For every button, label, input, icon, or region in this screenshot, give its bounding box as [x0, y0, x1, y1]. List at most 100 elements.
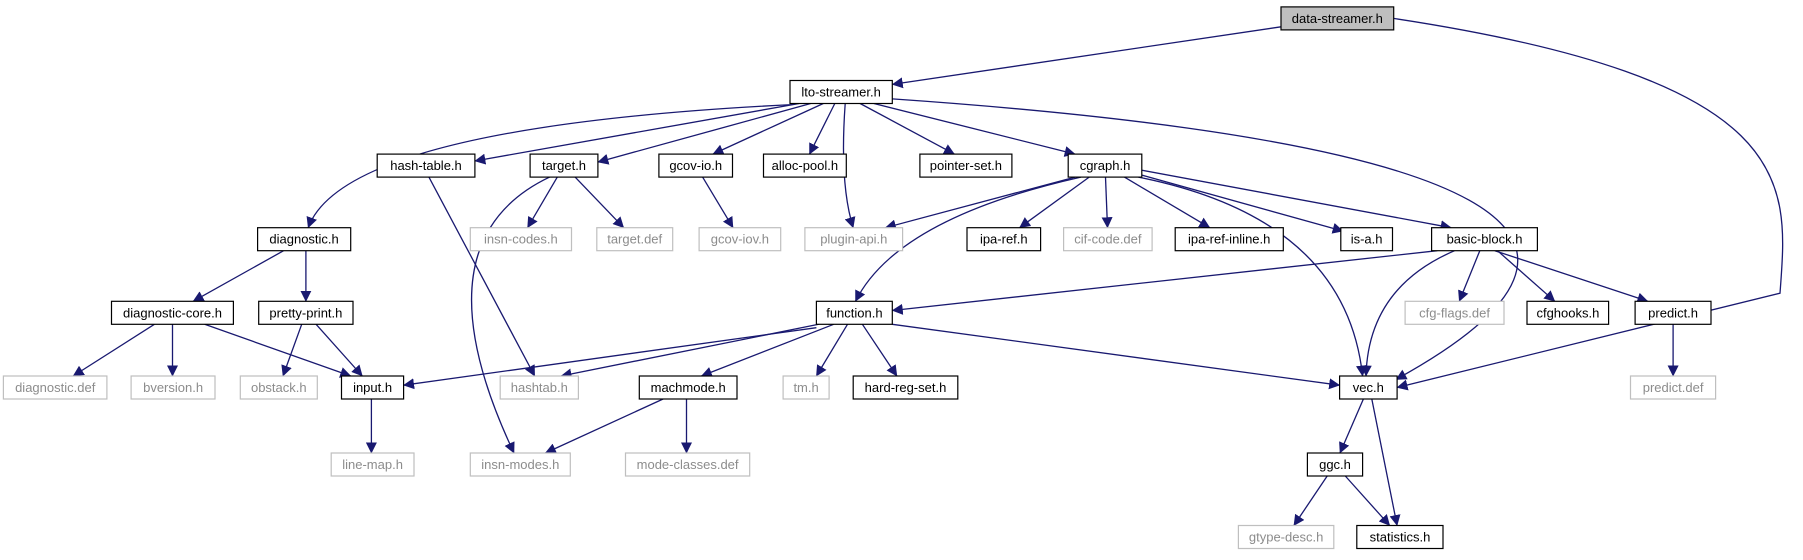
node-label-tm: tm.h [793, 380, 818, 395]
node-target-def: target.def [596, 227, 674, 252]
node-label-ggc: ggc.h [1319, 457, 1351, 472]
edge-ggc-to-gtype-desc [1293, 475, 1328, 526]
node-label-insn-codes: insn-codes.h [484, 232, 558, 247]
node-box-plugin-api [804, 227, 904, 252]
edge-diagnostic-core-to-diagnostic-def [72, 323, 155, 377]
edge-diagnostic-core-to-input [204, 323, 352, 378]
node-box-insn-modes [469, 452, 571, 477]
nodes-layer: data-streamer.h lto-streamer.h hash-table.… [2, 6, 1717, 550]
node-predict[interactable]: predict.h [1634, 300, 1712, 325]
node-lto-streamer[interactable]: lto-streamer.h [789, 79, 893, 105]
node-function[interactable]: function.h [815, 300, 893, 325]
node-hash-table[interactable]: hash-table.h [376, 153, 476, 178]
node-box-tm [782, 375, 830, 400]
node-box-line-map [330, 452, 415, 477]
node-box-gcov-io [658, 153, 734, 178]
edge-lto-streamer-to-pointer-set [859, 102, 955, 155]
node-label-vec: vec.h [1353, 380, 1384, 395]
edge-cgraph-to-ipa-ref-inline [1124, 176, 1211, 229]
edge-gcov-io-to-gcov-iov [702, 176, 734, 229]
node-box-predict-def [1629, 375, 1717, 400]
edge-lto-streamer-to-hash-table [474, 102, 800, 165]
node-input[interactable]: input.h [340, 375, 405, 400]
edge-pretty-print-to-input [315, 323, 363, 377]
node-obstack: obstack.h [239, 375, 318, 400]
node-statistics[interactable]: statistics.h [1356, 524, 1444, 550]
node-box-statistics [1356, 524, 1444, 550]
edge-lto-streamer-to-cgraph [873, 102, 1076, 157]
edge-basic-block-to-predict [1494, 250, 1649, 304]
edge-cgraph-to-plugin-api [884, 176, 1076, 231]
node-label-machmode: machmode.h [651, 380, 726, 395]
node-box-ipa-ref [966, 227, 1042, 252]
node-box-diagnostic-core [110, 300, 235, 325]
node-diagnostic-core[interactable]: diagnostic-core.h [110, 300, 235, 325]
node-ggc[interactable]: ggc.h [1306, 452, 1364, 477]
edge-function-to-machmode [700, 323, 834, 378]
edge-basic-block-to-function [891, 250, 1438, 315]
node-label-line-map: line-map.h [342, 457, 403, 472]
node-box-input [340, 375, 405, 400]
node-line-map: line-map.h [330, 452, 415, 477]
node-basic-block[interactable]: basic-block.h [1430, 227, 1538, 252]
node-box-target-def [596, 227, 674, 252]
node-alloc-pool[interactable]: alloc-pool.h [762, 153, 847, 178]
node-box-hashtab [499, 375, 580, 400]
node-box-basic-block [1430, 227, 1538, 252]
node-machmode[interactable]: machmode.h [638, 375, 738, 400]
node-label-cfg-flags: cfg-flags.def [1419, 305, 1490, 320]
edge-hash-table-to-hashtab [428, 176, 536, 377]
edge-data-streamer-to-vec [1393, 17, 1784, 391]
node-gcov-io[interactable]: gcov-io.h [658, 153, 734, 178]
node-is-a[interactable]: is-a.h [1340, 227, 1394, 252]
node-label-gcov-io: gcov-io.h [669, 158, 722, 173]
edge-machmode-to-insn-modes [544, 398, 664, 454]
edge-lto-streamer-to-target [597, 102, 811, 165]
node-cif-code: cif-code.def [1062, 227, 1153, 252]
edge-function-to-hard-reg-set [861, 323, 898, 377]
node-label-cif-code: cif-code.def [1074, 232, 1142, 247]
edge-function-to-vec [892, 323, 1341, 390]
node-label-ipa-ref-inline: ipa-ref-inline.h [1188, 232, 1270, 247]
node-label-predict-def: predict.def [1643, 380, 1704, 395]
node-bversion: bversion.h [130, 375, 216, 400]
edge-lto-streamer-to-alloc-pool [808, 103, 836, 155]
edge-function-to-input [403, 327, 817, 390]
node-ipa-ref-inline[interactable]: ipa-ref-inline.h [1174, 227, 1284, 252]
node-label-target: target.h [542, 158, 586, 173]
node-label-target-def: target.def [607, 232, 662, 247]
node-box-ggc [1306, 452, 1364, 477]
node-box-gcov-iov [698, 227, 782, 252]
node-insn-codes: insn-codes.h [469, 227, 573, 252]
node-ipa-ref[interactable]: ipa-ref.h [966, 227, 1042, 252]
edge-target-to-insn-codes [527, 176, 558, 229]
node-label-hashtab: hashtab.h [511, 380, 568, 395]
node-mode-classes: mode-classes.def [624, 452, 751, 477]
node-target[interactable]: target.h [529, 153, 599, 178]
node-box-gtype-desc [1237, 524, 1335, 550]
node-cfghooks[interactable]: cfghooks.h [1526, 300, 1610, 325]
node-diagnostic[interactable]: diagnostic.h [257, 227, 352, 252]
node-box-cgraph [1067, 153, 1143, 178]
node-label-hard-reg-set: hard-reg-set.h [865, 380, 947, 395]
node-insn-modes: insn-modes.h [469, 452, 571, 477]
edge-basic-block-to-cfghooks [1497, 250, 1556, 302]
node-label-cgraph: cgraph.h [1080, 158, 1131, 173]
edge-ggc-to-statistics [1344, 475, 1391, 526]
edge-target-to-target-def [574, 176, 625, 229]
node-pretty-print[interactable]: pretty-print.h [258, 300, 354, 325]
node-vec[interactable]: vec.h [1338, 375, 1398, 400]
edge-target-to-insn-modes [470, 176, 550, 454]
node-box-lto-streamer [789, 79, 893, 105]
node-gcov-iov: gcov-iov.h [698, 227, 782, 252]
node-hashtab: hashtab.h [499, 375, 580, 400]
node-cgraph[interactable]: cgraph.h [1067, 153, 1143, 178]
edges-layer [72, 17, 1784, 527]
node-pointer-set[interactable]: pointer-set.h [919, 153, 1013, 178]
node-data-streamer[interactable]: data-streamer.h [1280, 6, 1395, 31]
node-label-predict: predict.h [1648, 305, 1698, 320]
node-label-lto-streamer: lto-streamer.h [801, 85, 880, 100]
edge-basic-block-to-cfg-flags [1458, 250, 1481, 302]
node-label-gcov-iov: gcov-iov.h [711, 232, 769, 247]
node-hard-reg-set[interactable]: hard-reg-set.h [852, 375, 959, 400]
